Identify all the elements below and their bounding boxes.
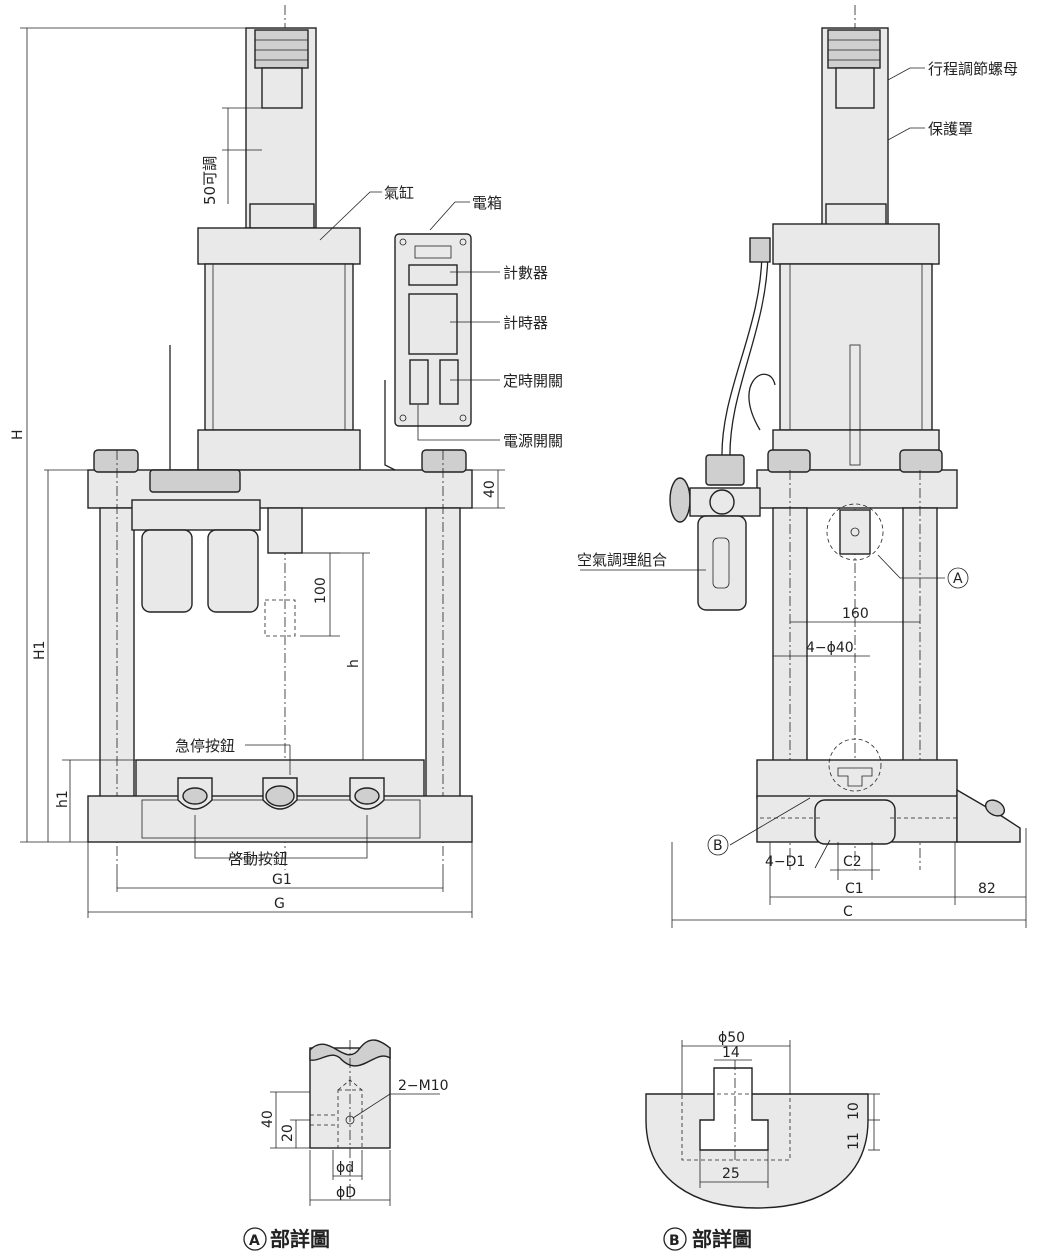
detail-a-phiD: ϕD [336, 1185, 356, 1201]
dim-H: H [10, 429, 26, 440]
stroke-nut [254, 29, 309, 69]
label-timer-switch: 定時開關 [503, 372, 563, 390]
label-power-switch: 電源開關 [503, 432, 563, 450]
label-emergency-stop: 急停按鈕 [175, 737, 235, 755]
dim-h: h [346, 659, 362, 668]
detail-b-11: 11 [846, 1132, 862, 1150]
counter-display [408, 264, 458, 286]
timer-display [408, 293, 458, 355]
dim-G1: G1 [272, 872, 292, 888]
detail-b-title: 部詳圖 [692, 1227, 752, 1251]
marker-b: B [713, 838, 723, 854]
label-control-box: 電箱 [472, 194, 502, 212]
dim-160: 160 [842, 606, 869, 622]
label-guard: 保護罩 [928, 120, 973, 138]
detail-a [270, 1039, 440, 1206]
label-cylinder: 氣缸 [384, 184, 414, 202]
side-view [580, 5, 1027, 928]
front-view [20, 5, 505, 918]
detail-b-50: ϕ50 [718, 1030, 745, 1046]
detail-b [645, 1040, 880, 1209]
label-adjustable: 50可調 [201, 156, 219, 205]
detail-a-marker: A [249, 1233, 260, 1249]
cylinder-top-flange [197, 227, 361, 265]
label-counter: 計數器 [503, 264, 548, 282]
dim-40: 40 [482, 480, 498, 498]
cylinder-body [204, 263, 354, 431]
dim-h1: h1 [55, 790, 71, 808]
dim-82: 82 [978, 881, 996, 897]
dim-C1: C1 [845, 881, 864, 897]
label-timer: 計時器 [503, 314, 548, 332]
detail-a-phid: ϕd [336, 1160, 354, 1176]
detail-a-thread: 2−M10 [398, 1078, 449, 1094]
filter-bowl-2 [207, 529, 259, 613]
dim-G: G [274, 896, 285, 912]
dim-C2: C2 [843, 854, 862, 870]
detail-a-40: 40 [260, 1110, 276, 1128]
label-stroke-nut: 行程調節螺母 [928, 60, 1018, 78]
filter-bowl-1 [141, 529, 193, 613]
detail-b-marker: B [669, 1233, 680, 1249]
detail-b-10: 10 [846, 1102, 862, 1120]
detail-b-14: 14 [722, 1045, 740, 1061]
dim-C: C [843, 904, 853, 920]
air-unit-bowl [697, 515, 747, 611]
cylinder-bottom-flange [197, 429, 361, 471]
detail-a-20: 20 [280, 1124, 296, 1142]
label-air-unit: 空氣調理組合 [577, 551, 667, 569]
dim-holes: 4−ϕ40 [806, 640, 854, 656]
detail-a-title: 部詳圖 [270, 1227, 330, 1251]
label-start-button: 啓動按鈕 [228, 850, 288, 868]
dim-H1: H1 [32, 641, 48, 660]
marker-a: A [953, 571, 963, 587]
dim-100: 100 [313, 577, 329, 604]
detail-b-25: 25 [722, 1166, 740, 1182]
dim-d-holes: 4−D1 [765, 854, 805, 870]
